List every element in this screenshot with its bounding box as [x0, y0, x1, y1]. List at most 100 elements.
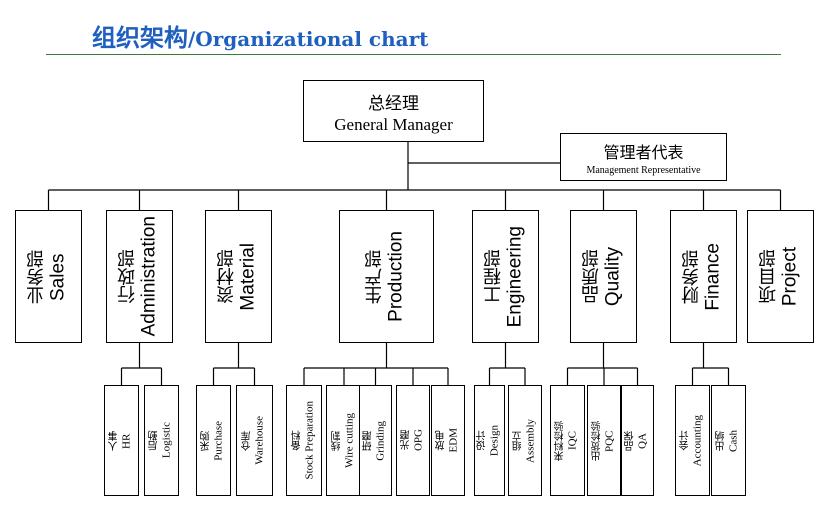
department-name-cn: 品质部 [581, 249, 603, 304]
sub-unit-name-en: EDM [447, 428, 460, 453]
management-representative-box: 管理者代表 Management Representative [560, 133, 727, 181]
sub-unit-name-en: HR [120, 432, 133, 449]
sub-unit-name-cn: 后勤 [149, 430, 161, 451]
page-title-cn: 组织架构 [92, 24, 188, 52]
sub-unit-name-cn: 仓库 [242, 430, 254, 451]
sub-unit-name-en: Design [488, 424, 501, 457]
sub-unit-name-cn: 采购 [201, 430, 213, 451]
department-name-cn: 工程部 [483, 249, 505, 304]
sub-unit-name-cn: 线割 [331, 430, 343, 451]
department-name-en: Material [237, 242, 259, 311]
page-title-en: /Organizational chart [188, 27, 429, 51]
department-name-cn: 业务部 [26, 249, 48, 304]
sub-unit-name-cn: 组立 [512, 430, 524, 451]
general-manager-box: 总经理 General Manager [303, 80, 484, 142]
department-name-en: Finance [702, 242, 724, 311]
title-divider [46, 54, 781, 55]
sub-unit-name-cn: 光磨 [400, 430, 412, 451]
sub-unit-name-cn: 设计 [477, 430, 489, 451]
management-representative-en: Management Representative [586, 165, 701, 176]
sub-unit-name-en: QA [636, 432, 649, 449]
sub-unit-name-en: OPG [412, 429, 425, 452]
department-name-cn: 项目部 [758, 249, 780, 304]
sub-unit-name-cn: 出纳 [716, 430, 728, 451]
general-manager-cn: 总经理 [368, 94, 419, 114]
sub-unit-name-en: Grinding [374, 420, 387, 461]
sub-unit-name-cn: 品保 [625, 430, 637, 451]
sub-unit-name-en: IQC [566, 431, 579, 450]
department-name-en: Engineering [504, 225, 526, 328]
department-name-en: Sales [47, 252, 69, 301]
sub-unit-name-cn: 放电 [435, 430, 447, 451]
sub-unit-name-en: Cash [727, 429, 740, 452]
department-name-cn: 资材部 [216, 249, 238, 304]
sub-unit-name-cn: 来料检验 [555, 420, 567, 461]
sub-unit-name-cn: 会计 [680, 430, 692, 451]
sub-unit-name-en: Stock Preparation [303, 401, 316, 480]
department-name-cn: 生产部 [364, 249, 386, 304]
page-title: 组织架构/Organizational chart [92, 18, 428, 53]
department-name-en: Quality [602, 246, 624, 307]
department-name-en: Administration [138, 216, 160, 337]
sub-unit-name-cn: 研磨 [363, 430, 375, 451]
department-name-en: Project [779, 246, 801, 307]
sub-unit-name-cn: 人事 [109, 430, 121, 451]
sub-unit-name-cn: 备料 [291, 430, 303, 451]
department-name-en: Production [385, 231, 407, 322]
sub-unit-name-cn: 出货检验 [591, 420, 603, 461]
sub-unit-name-en: Warehouse [253, 416, 266, 465]
management-representative-cn: 管理者代表 [603, 143, 684, 162]
general-manager-en: General Manager [334, 115, 453, 134]
department-name-cn: 行政部 [117, 249, 139, 304]
sub-unit-name-en: Purchase [212, 420, 225, 461]
department-name-cn: 财务部 [681, 249, 703, 304]
